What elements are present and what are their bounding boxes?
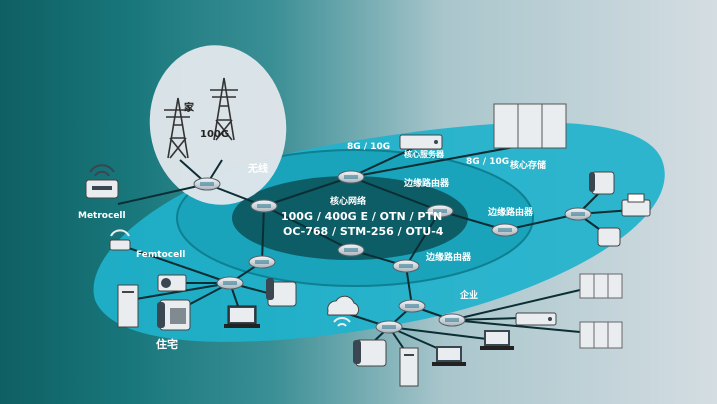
wifi-router-icon [85,164,119,199]
router-home[interactable] [193,177,221,191]
router-metro-right[interactable] [426,204,454,218]
femtocell-label: Femtocell [136,250,185,260]
enterprise-storage-icon [579,273,623,299]
enterprise-label: 企业 [459,289,478,301]
router-metro-left[interactable] [250,199,278,213]
phone-fax-icon [266,278,297,307]
wifi-icon [333,317,351,327]
router-enterprise-right[interactable] [438,313,466,327]
power-tower-icon [210,77,238,141]
enterprise-server-icon [515,312,557,326]
laptop-icon [224,305,260,328]
core-protocols-line2: OC-768 / STM-256 / OTU-4 [283,225,444,238]
wireless-label: 无线 [247,162,268,175]
routers [193,170,592,334]
router-residential[interactable] [216,276,244,290]
core-protocols-line1: 100G / 400G E / OTN / PTN [281,210,442,223]
router-metro-bottom[interactable] [337,243,365,257]
pc-tower-icon [117,284,139,328]
server-speed-label: 8G / 10G [347,142,390,152]
core-server-label: 核心服务器 [404,149,445,159]
core-network-label: 核心网络 [330,195,366,207]
home-bubble [149,45,287,205]
enterprise-laptop-icon [432,346,466,366]
home-label: 家 [184,101,195,114]
printer-icon [621,193,651,217]
core-storage-label: 核心存储 [510,159,546,171]
router-edge-right[interactable] [491,223,519,237]
router-enterprise-top[interactable] [398,299,426,313]
core-storage-icon [493,103,567,149]
router-metro-top[interactable] [337,170,365,184]
core-server-icon [399,134,443,150]
residential-label: 住宅 [156,337,178,351]
edge-router-label-1: 边缘路由器 [403,177,450,189]
storage-speed-label: 8G / 10G [466,157,509,167]
projector-icon [157,274,187,292]
router-enterprise-left[interactable] [375,320,403,334]
enterprise-pc-tower-icon [399,347,419,387]
router-residential-up[interactable] [248,255,276,269]
power-tower-icon [164,97,192,159]
enterprise-storage-icon [579,321,623,349]
ip-phone-icon [157,299,191,331]
edge-router-label-2: 边缘路由器 [487,206,534,218]
edge-router-label-3: 边缘路由器 [425,251,472,263]
enterprise-laptop-icon [480,330,514,350]
tower-speed-label: 100G [200,129,229,140]
router-edge-bottom[interactable] [392,259,420,273]
cloud-wifi-icon [327,295,360,316]
enterprise-phone-icon [353,339,387,367]
desk-phone-icon [589,171,615,195]
femtocell-icon [109,229,131,251]
router-far-right[interactable] [564,207,592,221]
metrocell-label: Metrocell [78,211,126,221]
fax-icon [597,227,621,247]
